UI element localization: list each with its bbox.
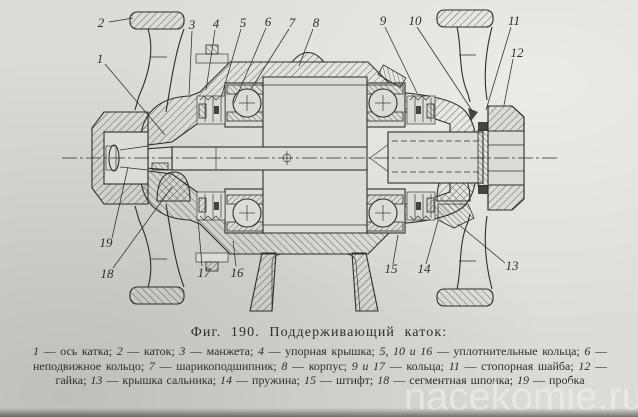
seal-pack-left [196,95,226,125]
svg-text:8: 8 [313,15,320,30]
svg-text:10: 10 [409,13,423,28]
legend-item: 9 и 17 — кольца; [351,358,449,373]
legend-item: 19 — пробка [517,373,585,388]
grease-fitting [377,64,407,89]
legend-item: 7 — шарикоподшипник; [148,358,282,373]
svg-text:5: 5 [240,15,247,30]
callouts: 1 2 3 4 5 6 7 8 9 10 11 12 13 14 15 16 1… [97,13,524,281]
legend-item: 4 — упорная крышка; [257,344,380,358]
svg-text:6: 6 [265,14,272,29]
callout-2: 2 [98,15,134,30]
legend-item: 13 — крышка сальника; [90,373,221,388]
callout-18: 18 [101,186,173,281]
callout-14: 14 [418,220,439,276]
callout-7: 7 [250,15,296,90]
figure-legend: 1 — ось катка; 2 — каток; 3 — манжета; 4… [33,344,607,388]
segment-key [151,162,169,171]
legend-item: 11 — стопорная шайба; [448,358,579,373]
svg-text:9: 9 [380,13,387,28]
legend-item: 3 — манжета; [179,344,258,358]
callout-19: 19 [100,166,129,250]
legend-item: 1 — ось катка; [33,344,117,358]
figure-caption: Фиг. 190. Поддерживающий каток: [190,325,448,340]
svg-text:15: 15 [385,261,399,276]
svg-text:19: 19 [100,235,114,250]
seal-bell-bottom-left [156,171,191,202]
callout-8: 8 [298,15,320,67]
svg-text:11: 11 [508,13,520,28]
callout-15: 15 [385,234,399,276]
ball-bearing-left [224,82,270,128]
svg-text:16: 16 [231,265,245,280]
svg-text:1: 1 [97,51,104,66]
svg-text:13: 13 [506,258,520,273]
callout-13: 13 [457,223,520,273]
right-wheel-top [436,9,494,103]
legend-item: 12 — гайка; [55,358,608,388]
callout-4: 4 [205,16,220,91]
mounting-bracket [249,252,379,312]
roller-cross-section-drawing: 1 2 3 4 5 6 7 8 9 10 11 12 13 14 15 16 1… [62,9,560,312]
callout-17: 17 [198,218,212,280]
housing-hump [290,51,326,63]
seal-pack-right [406,95,436,125]
svg-text:4: 4 [213,16,220,31]
svg-text:7: 7 [289,15,296,30]
seal-ring-wedge [468,108,478,121]
callout-12: 12 [503,45,525,106]
svg-text:18: 18 [101,266,115,281]
left-wheel-top [129,11,185,113]
callout-5: 5 [220,15,247,99]
callout-3: 3 [188,17,196,96]
legend-item: 14 — пружина; [220,373,304,388]
legend-item: 15 — штифт; [303,373,378,388]
legend-item: 8 — корпус; [281,358,352,373]
svg-text:2: 2 [98,15,105,30]
callout-11: 11 [485,13,520,111]
gland-cover [437,203,475,229]
legend-item: 6 — неподвижное кольцо; [33,344,607,373]
legend-item: 5, 10 и 16 — уплотнительные кольца; [379,344,585,358]
page-edge-shadow [0,408,638,417]
callout-16: 16 [231,240,245,280]
svg-text:3: 3 [188,17,196,32]
svg-text:14: 14 [418,261,432,276]
callout-1: 1 [97,51,166,136]
callout-10: 10 [409,13,474,113]
ball-bearing-right [360,82,406,128]
callout-6: 6 [233,14,272,104]
svg-text:12: 12 [511,45,525,60]
svg-text:17: 17 [198,265,212,280]
legend-item: 18 — сегментная шпонка; [377,373,518,388]
legend-item: 2 — каток; [116,344,180,358]
callout-9: 9 [380,13,418,94]
